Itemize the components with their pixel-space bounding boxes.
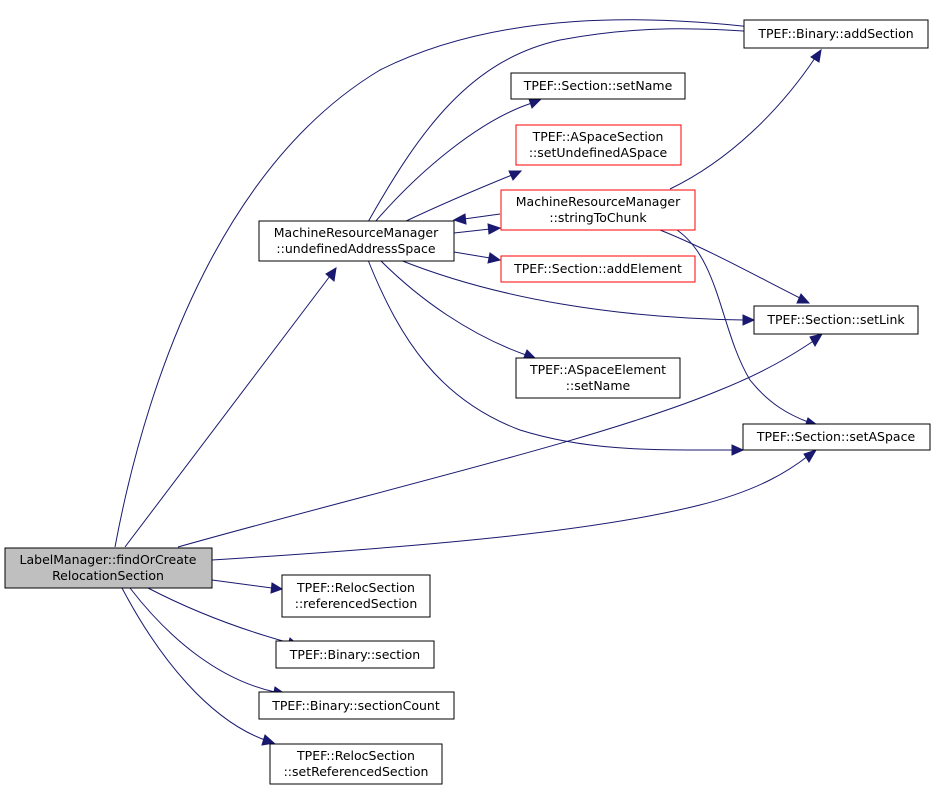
arrowhead [487, 252, 502, 264]
node-binary-add-section[interactable]: TPEF::Binary::addSection [743, 19, 929, 49]
edge-string-to-chunk-to-add-section [669, 57, 816, 190]
nodes: LabelManager::findOrCreate RelocationSec… [4, 19, 931, 785]
node-label-line: ::setName [566, 378, 631, 393]
edge-root-to-undefined-address-space [124, 275, 331, 548]
node-reloc-section-set-referenced-section[interactable]: TPEF::RelocSection ::setReferencedSectio… [269, 743, 443, 785]
edge-string-to-chunk-to-set-aspace [676, 229, 809, 423]
node-label-line: TPEF::Binary::addSection [757, 26, 913, 41]
arrowhead [528, 98, 543, 109]
node-label-line: TPEF::RelocSection [296, 748, 415, 763]
edge-uas-to-set-aspace [367, 259, 734, 451]
arrowhead [452, 213, 467, 225]
arrowhead [508, 170, 523, 181]
edge-uas-to-set-undefined-aspace [403, 174, 513, 223]
node-section-set-aspace[interactable]: TPEF::Section::setASpace [742, 423, 931, 451]
node-label-line: TPEF::Section::setName [523, 78, 673, 93]
arrowhead [487, 223, 502, 235]
edge-root-to-referenced-section [211, 579, 273, 589]
edge-string-to-chunk-to-uas [463, 213, 501, 220]
arrowhead [803, 449, 818, 463]
node-label-line: TPEF::Section::addElement [513, 261, 682, 276]
edge-root-to-section-count [129, 587, 276, 693]
node-label-line: TPEF::ASpaceSection [532, 129, 664, 144]
edge-uas-to-aspace-element-set-name [379, 259, 527, 356]
edge-uas-to-add-element [453, 251, 491, 259]
node-undefined-address-space[interactable]: MachineResourceManager ::undefinedAddres… [258, 220, 455, 262]
node-section-add-element[interactable]: TPEF::Section::addElement [500, 255, 696, 283]
edge-string-to-chunk-to-set-link [659, 229, 801, 299]
node-label-line: MachineResourceManager [274, 225, 439, 240]
arrowhead [809, 333, 824, 348]
edge-uas-to-set-link [399, 259, 745, 321]
node-label-line: TPEF::Binary::section [289, 647, 420, 662]
node-label-line: TPEF::Binary::sectionCount [271, 698, 440, 713]
node-binary-section[interactable]: TPEF::Binary::section [275, 640, 435, 669]
arrowhead [270, 582, 284, 594]
node-label-line: TPEF::Section::setLink [766, 312, 905, 327]
node-label-manager-find-or-create-relocation-section[interactable]: LabelManager::findOrCreate RelocationSec… [4, 547, 213, 589]
node-label-line: ::stringToChunk [549, 210, 647, 225]
node-label-line: ::setUndefinedASpace [529, 145, 668, 160]
node-label-line: TPEF::Section::setASpace [756, 429, 916, 444]
node-aspace-section-set-undefined-aspace[interactable]: TPEF::ASpaceSection ::setUndefinedASpace [515, 124, 682, 166]
node-reloc-section-referenced-section[interactable]: TPEF::RelocSection ::referencedSection [281, 574, 431, 618]
arrowhead [796, 293, 811, 304]
edge-root-to-set-referenced-section [121, 587, 266, 741]
node-label-line: LabelManager::findOrCreate [20, 552, 197, 567]
node-section-set-link[interactable]: TPEF::Section::setLink [753, 305, 919, 335]
node-string-to-chunk[interactable]: MachineResourceManager ::stringToChunk [500, 189, 696, 231]
edge-root-to-add-section [114, 19, 761, 548]
node-label-line: ::setReferencedSection [284, 764, 429, 779]
node-label-line: ::referencedSection [295, 596, 418, 611]
edge-root-to-binary-section [147, 587, 291, 644]
edge-root-to-set-link [177, 339, 816, 548]
arrowhead [325, 267, 337, 282]
node-aspace-element-set-name[interactable]: TPEF::ASpaceElement ::setName [515, 357, 681, 399]
arrowhead [810, 48, 822, 63]
arrowhead [731, 444, 745, 456]
edge-uas-to-section-set-name [374, 102, 533, 223]
node-label-line: RelocationSection [52, 568, 164, 583]
arrowhead [261, 734, 276, 746]
node-label-line: ::undefinedAddressSpace [276, 241, 435, 256]
node-label-line: TPEF::RelocSection [296, 580, 415, 595]
edge-uas-to-add-section [367, 28, 761, 223]
arrowhead [742, 314, 756, 326]
edge-uas-to-string-to-chunk [453, 228, 491, 234]
node-label-line: MachineResourceManager [516, 194, 681, 209]
edge-root-to-set-aspace [211, 455, 809, 561]
node-label-line: TPEF::ASpaceElement [529, 362, 666, 377]
edges [114, 19, 824, 746]
node-binary-section-count[interactable]: TPEF::Binary::sectionCount [258, 691, 455, 720]
node-section-set-name[interactable]: TPEF::Section::setName [510, 72, 686, 100]
